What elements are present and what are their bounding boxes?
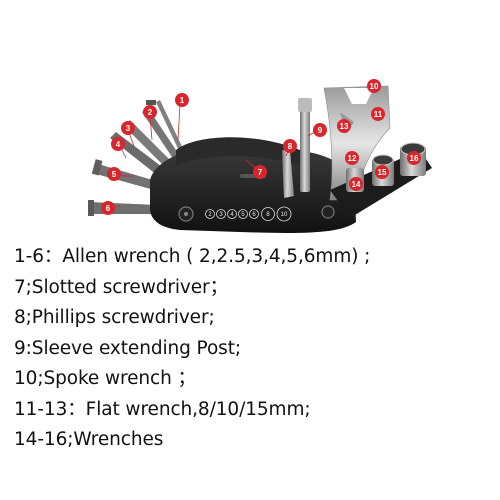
spec-list: 1-6：Allen wrench ( 2,2.5,3,4,5,6mm) ; 7;… — [14, 242, 494, 456]
tag-8: 8 — [283, 139, 297, 153]
svg-text:7: 7 — [258, 168, 263, 177]
tag-15: 15 — [375, 165, 389, 179]
spec-allen-wrench: 1-6：Allen wrench ( 2,2.5,3,4,5,6mm) ; — [14, 246, 371, 267]
product-photo: 2 3 4 5 6 8 10 1 — [88, 79, 432, 233]
tag-3: 3 — [121, 121, 135, 135]
svg-text:14: 14 — [352, 180, 361, 189]
tag-1: 1 — [175, 93, 189, 107]
svg-text:9: 9 — [318, 126, 323, 135]
svg-text:11: 11 — [374, 110, 383, 119]
screw-right — [321, 205, 335, 219]
svg-text:10: 10 — [370, 82, 379, 91]
spec-sleeve-post: 9:Sleeve extending Post; — [14, 337, 241, 359]
svg-text:1: 1 — [180, 96, 185, 105]
spec-wrenches: 14-16;Wrenches — [14, 429, 164, 450]
spec-spoke-wrench: 10;Spoke wrench ； — [14, 368, 196, 389]
spec-phillips-screwdriver: 8;Phillips screwdriver; — [14, 307, 215, 328]
marking-8: 8 — [266, 212, 270, 218]
marking-4: 4 — [230, 212, 234, 218]
spec-flat-wrench: 11-13：Flat wrench,8/10/15mm; — [14, 398, 311, 420]
svg-text:8: 8 — [288, 142, 293, 151]
tag-7: 7 — [253, 165, 267, 179]
tag-6: 6 — [101, 201, 115, 215]
tag-13: 13 — [337, 119, 351, 133]
tag-5: 5 — [107, 167, 121, 181]
tag-10: 10 — [367, 79, 381, 93]
tag-12: 12 — [345, 151, 359, 165]
tag-9: 9 — [313, 123, 327, 137]
tag-14: 14 — [349, 177, 363, 191]
svg-text:12: 12 — [348, 154, 357, 163]
marking-3: 3 — [219, 212, 223, 218]
marking-6: 6 — [252, 212, 256, 218]
marking-10: 10 — [281, 212, 288, 218]
svg-text:6: 6 — [106, 204, 111, 213]
marking-2: 2 — [208, 212, 212, 218]
tag-16: 16 — [407, 151, 421, 165]
tag-11: 11 — [371, 107, 385, 121]
svg-text:2: 2 — [148, 108, 153, 117]
svg-text:5: 5 — [112, 170, 117, 179]
svg-text:15: 15 — [378, 168, 387, 177]
svg-text:4: 4 — [116, 140, 121, 149]
tag-4: 4 — [111, 137, 125, 151]
body-markings: 2 3 4 5 6 8 10 — [205, 206, 292, 222]
svg-text:13: 13 — [340, 122, 349, 131]
svg-text:16: 16 — [410, 154, 419, 163]
marking-5: 5 — [241, 212, 245, 218]
tag-2: 2 — [143, 105, 157, 119]
svg-text:3: 3 — [126, 124, 131, 133]
extension-post — [300, 108, 310, 192]
phillips-screwdriver — [282, 150, 294, 198]
spec-slotted-screwdriver: 7;Slotted screwdriver； — [14, 276, 228, 298]
